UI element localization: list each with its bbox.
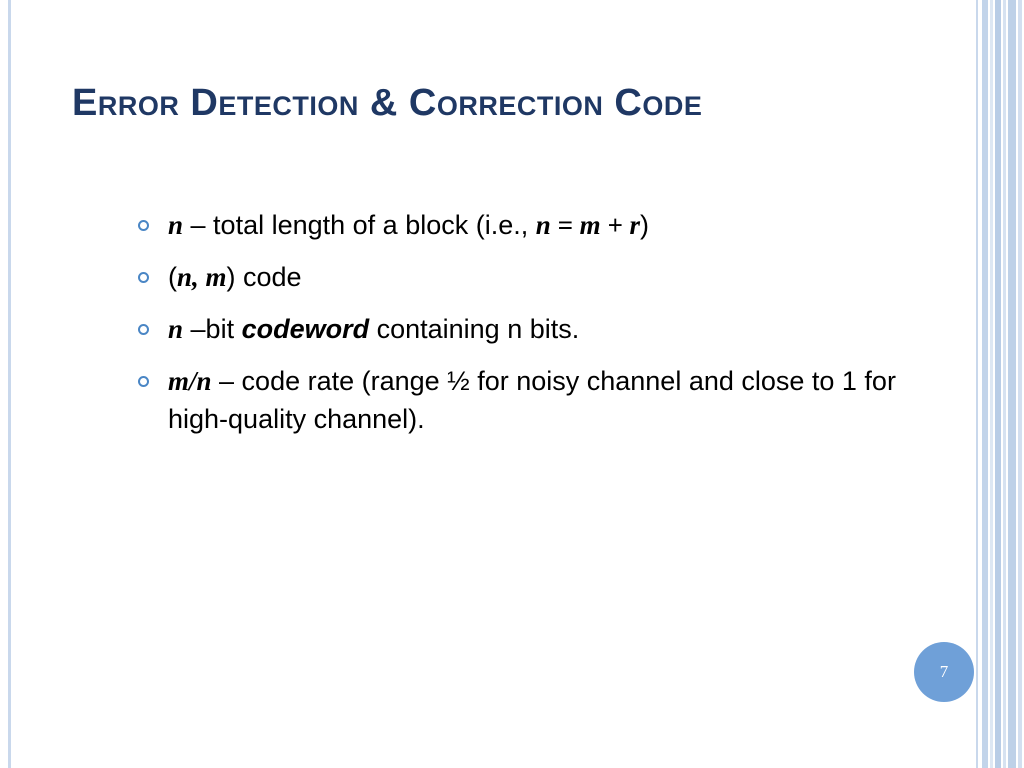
page-number-badge: 7 [914, 642, 974, 702]
ring-bullet-icon [138, 272, 149, 283]
bullet-text-segment: n [168, 314, 184, 344]
bullet-text-segment: m/n [168, 366, 212, 396]
right-stripe [982, 0, 988, 768]
bullet-text-segment: n, m [177, 262, 227, 292]
bullet-text-segment: codeword [241, 314, 370, 344]
bullet-text-segment: ( [168, 262, 177, 292]
bullet-text-segment: – code rate (range ½ for noisy channel a… [168, 366, 896, 434]
right-stripe [976, 0, 978, 768]
bullet-text-segment: containing n bits. [369, 314, 580, 344]
right-stripe [1008, 0, 1016, 768]
bullet-item: n –bit codeword containing n bits. [138, 310, 908, 348]
left-border-line [8, 0, 11, 768]
bullet-text-segment: ) [640, 210, 650, 240]
page-number: 7 [939, 662, 949, 681]
bullet-item: n – total length of a block (i.e., n = m… [138, 206, 908, 244]
ring-bullet-icon [138, 220, 149, 231]
bullet-text-segment: ) code [226, 262, 302, 292]
bullet-text-segment: –bit [183, 314, 242, 344]
right-stripe [995, 0, 1001, 768]
ring-bullet-icon [138, 376, 149, 387]
slide-title: Error Detection & Correction Code [72, 82, 703, 124]
bullet-text-segment: n [168, 210, 184, 240]
right-stripe [990, 0, 993, 768]
bullet-item: m/n – code rate (range ½ for noisy chann… [138, 362, 908, 438]
ring-bullet-icon [138, 324, 149, 335]
right-stripe [1018, 0, 1022, 768]
bullet-text-segment: – total length of a block (i.e., [183, 210, 536, 240]
bullet-list: n – total length of a block (i.e., n = m… [138, 206, 908, 452]
bullet-text-segment: n = m + r [535, 210, 641, 240]
right-stripe [1003, 0, 1006, 768]
bullet-item: (n, m) code [138, 258, 908, 296]
